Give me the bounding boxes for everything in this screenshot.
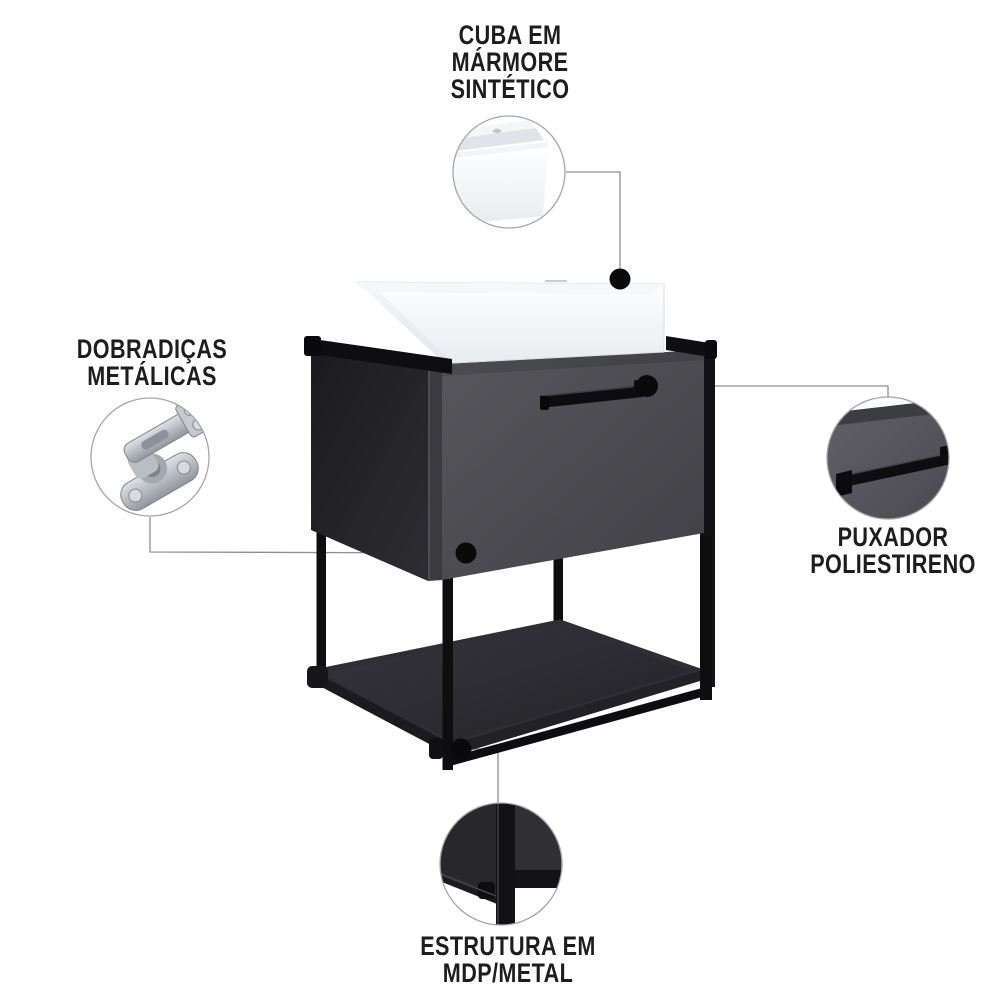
left-rail-cap [304,336,321,356]
shelf-rail-detail [502,870,562,888]
right-rail-cap [705,340,717,359]
label-line: PUXADOR [837,522,949,552]
label-line: MÁRMORE [451,47,569,77]
label-line: MDP/METAL [442,958,574,988]
sink-left-slant [357,282,453,364]
label-line: METÁLICAS [87,361,217,391]
label-line: DOBRADIÇAS [76,334,228,364]
callout-label-hinges: DOBRADIÇAS METÁLICAS [24,336,280,390]
back-middle-leg [553,556,563,624]
shelf-front-rail [450,688,702,766]
drawer-top-shadow [442,350,704,376]
callout-label-handle: PUXADOR POLIESTIRENO [765,524,1000,578]
dot-sink [609,268,631,290]
callout-connectors [149,171,889,806]
vanity-cabinet [304,280,717,770]
callout-label-structure: ESTRUTURA EM MDP/METAL [380,933,636,987]
dot-structure [450,738,472,760]
label-line: CUBA EM [458,20,562,50]
cabinet-left-panel [311,351,428,581]
dot-handle [636,375,658,397]
faucet-hole [492,128,502,134]
left-top-rail [306,338,452,374]
connector-line-handle [647,385,889,400]
leg-detail [496,803,515,925]
connector-line-hinges [149,517,467,554]
shelf-left-foot [307,666,328,688]
bottom-shelf [307,619,703,766]
back-left-leg [316,531,326,676]
drawer-handle-icon [827,397,949,519]
right-frame-post [702,346,715,536]
metal-frame-front-legs [442,530,712,770]
front-right-leg [700,530,712,700]
door-front-edge [428,363,442,581]
metal-frame-top-rails [304,336,717,374]
shelf-front-foot [429,738,443,759]
sink [355,280,665,364]
shelf-structure-icon [440,803,562,925]
sink-detail-badge [452,115,566,229]
label-line: ESTRUTURA EM [420,931,596,961]
sink-detail-icon [453,120,551,224]
callout-label-sink: CUBA EM MÁRMORE SINTÉTICO [382,22,638,103]
right-top-rail [666,336,716,358]
structure-detail-badge [439,802,563,926]
handle-detail-badge [826,396,950,520]
sink-top-face [357,282,664,295]
label-line: SINTÉTICO [450,74,570,104]
connector-line-sink [566,171,621,279]
front-left-leg [442,576,453,770]
drawer-front [442,350,704,580]
cabinet-body [311,346,715,581]
hinge-detail-badge [90,397,210,517]
dot-hinges [455,542,477,564]
callout-dots [450,268,658,760]
label-line: POLIESTIRENO [810,549,976,579]
